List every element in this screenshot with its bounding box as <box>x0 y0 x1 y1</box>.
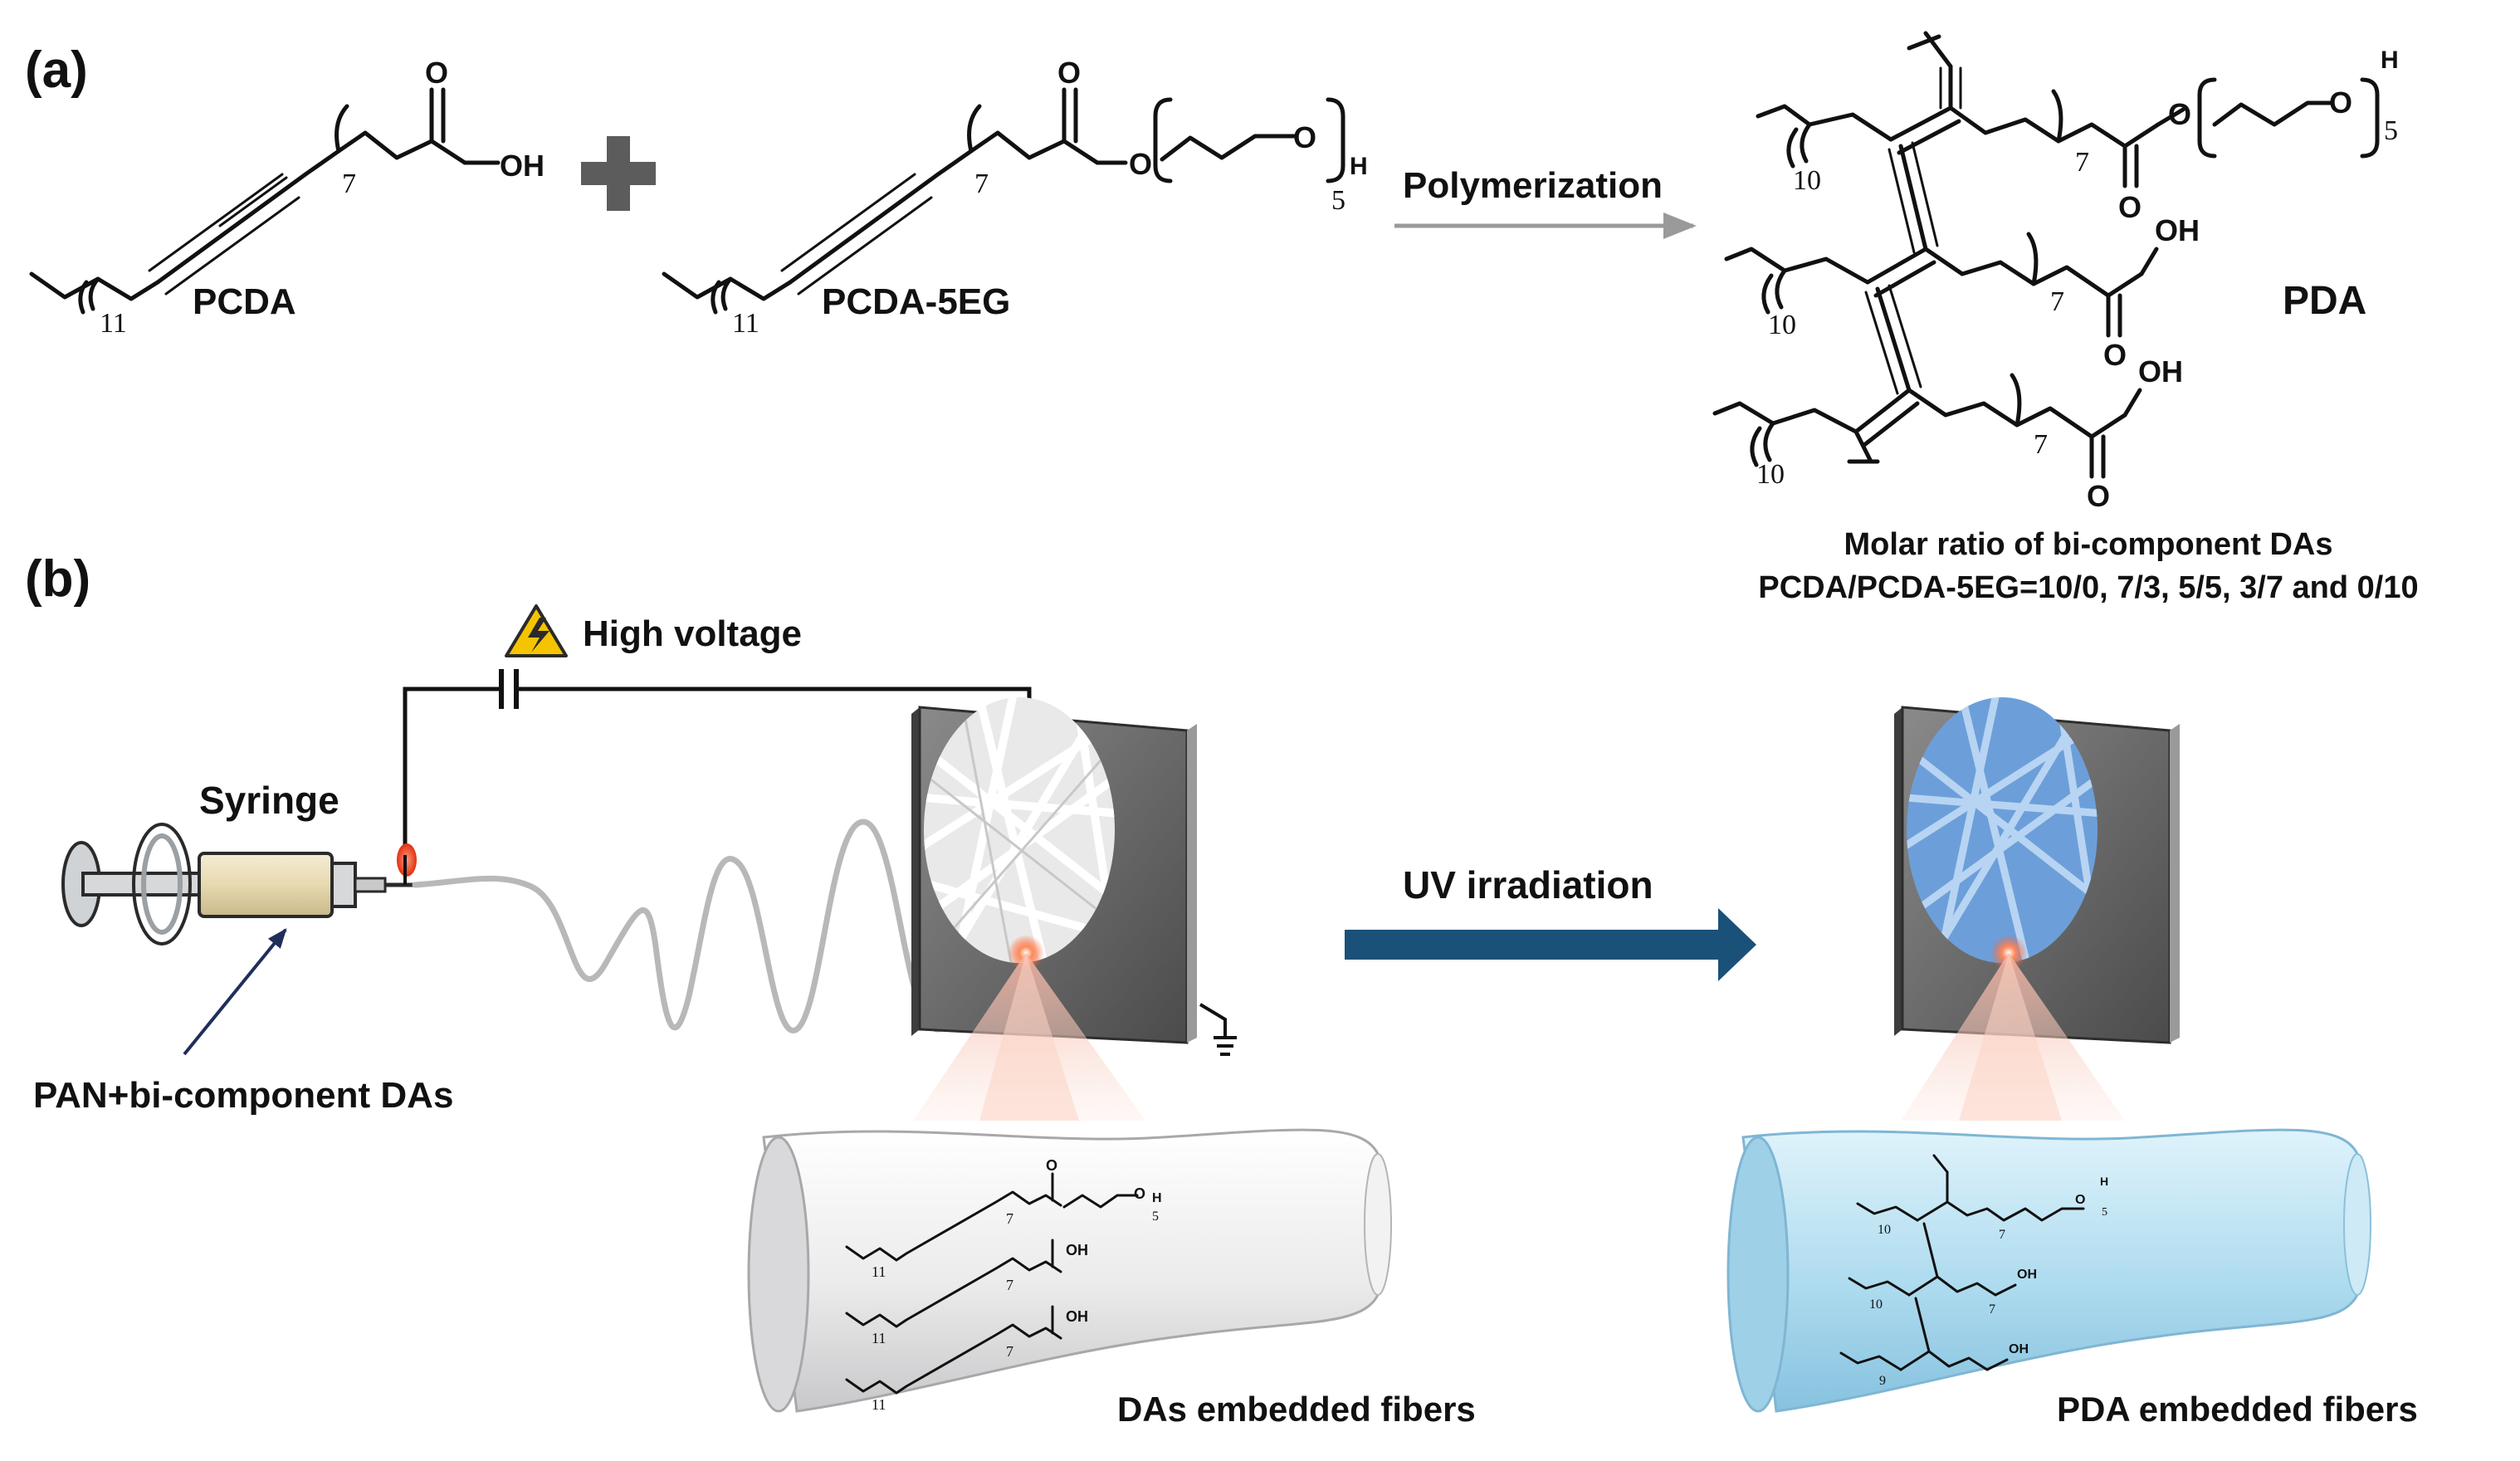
mini-pda-h: H <box>2100 1175 2108 1188</box>
pcda-o: O <box>425 56 448 90</box>
pda-o-3: O <box>2087 479 2110 513</box>
solution-pointer-arrow <box>183 928 287 1056</box>
mini-da-sub-chain-3: 11 <box>872 1396 886 1413</box>
pcda-structure <box>29 87 501 315</box>
plus-icon <box>581 136 656 211</box>
mini-da-sub-linker-2: 7 <box>1006 1277 1013 1293</box>
pcda-oh: OH <box>500 149 545 183</box>
electrospinning-jet <box>412 818 966 1033</box>
pcda5eg-sub-chain: 11 <box>732 308 759 339</box>
pda-caption-line1: Molar ratio of bi-component DAs <box>1844 527 2333 562</box>
uv-label: UV irradiation <box>1403 863 1653 906</box>
mini-da-sub-linker-1: 7 <box>1006 1210 1013 1227</box>
warning-icon <box>505 604 568 657</box>
mini-pda-sub-eg: 5 <box>2102 1206 2107 1219</box>
solution-label: PAN+bi-component DAs <box>33 1075 453 1116</box>
pcda5eg-name: PCDA-5EG <box>822 281 1010 322</box>
pda-sub-linker-1: 7 <box>2075 147 2089 178</box>
mini-da-o-1: O <box>1046 1157 1057 1174</box>
pda-sub-chain-3: 10 <box>1756 459 1785 490</box>
mini-pda-oh-2: OH <box>2017 1268 2037 1282</box>
mini-da-sub-linker-3: 7 <box>1006 1343 1013 1360</box>
pda-sub-linker-2: 7 <box>2050 286 2064 317</box>
mini-pda-o-1: O <box>2075 1193 2085 1207</box>
mini-da-oh-2: OH <box>1066 1242 1088 1258</box>
pda-sub-linker-3: 7 <box>2034 429 2048 460</box>
pcda-sub-linker: 7 <box>342 169 356 199</box>
mini-da-sub-chain-2: 11 <box>872 1330 886 1346</box>
pcda5eg-o-carbonyl: O <box>1057 56 1081 90</box>
pda-o-ester: O <box>2168 97 2191 131</box>
collector-plate-right <box>1894 697 2180 1044</box>
mini-pda-sub-chain-2: 10 <box>1869 1297 1883 1312</box>
mini-da-sub-chain-1: 11 <box>872 1263 886 1280</box>
pcda5eg-sub-eg: 5 <box>1331 185 1345 216</box>
pcda-sub-chain: 11 <box>100 308 127 339</box>
pda-caption-line2: PCDA/PCDA-5EG=10/0, 7/3, 5/5, 3/7 and 0/… <box>1758 570 2418 605</box>
pda-sub-eg: 5 <box>2384 115 2398 146</box>
polymerization-label: Polymerization <box>1403 165 1663 206</box>
mini-pda-sub-linker-1: 7 <box>1999 1228 2005 1242</box>
fiber-right <box>1726 1128 2371 1413</box>
fiber-right-label: PDA embedded fibers <box>2057 1390 2418 1429</box>
pda-o-1: O <box>2118 190 2142 224</box>
panel-a-label: (a) <box>25 42 88 99</box>
pcda5eg-h: H <box>1350 153 1368 180</box>
fiber-left-molecules <box>845 1172 1139 1395</box>
fiber-right-molecules <box>1839 1154 2085 1371</box>
pda-oh-2: OH <box>2155 213 2200 247</box>
uv-arrow <box>1345 908 1756 981</box>
mini-pda-oh-3: OH <box>2009 1342 2029 1356</box>
high-voltage-label: High voltage <box>583 613 802 654</box>
pda-oh-3: OH <box>2138 354 2183 388</box>
pda-o-2: O <box>2103 338 2127 372</box>
pda-sub-chain-2: 10 <box>1768 310 1796 340</box>
mini-da-h: H <box>1152 1191 1162 1205</box>
pda-o-ether: O <box>2329 86 2352 120</box>
pda-sub-chain-1: 10 <box>1793 165 1821 196</box>
pcda-name: PCDA <box>193 281 296 322</box>
mini-da-oh-3: OH <box>1066 1308 1088 1325</box>
pcda5eg-o-ether: O <box>1293 120 1316 154</box>
mini-da-sub-eg: 5 <box>1152 1209 1159 1224</box>
pda-structure <box>1712 31 2380 479</box>
mini-pda-sub-chain-1: 10 <box>1878 1223 1891 1237</box>
pcda5eg-sub-linker: 7 <box>974 169 989 199</box>
pda-name: PDA <box>2283 279 2366 323</box>
collector-plate-left <box>911 697 1237 1056</box>
pcda5eg-o-ester: O <box>1129 147 1152 181</box>
mini-pda-sub-chain-3: 9 <box>1879 1374 1886 1388</box>
fiber-left <box>747 1128 1392 1413</box>
fiber-left-label: DAs embedded fibers <box>1117 1390 1476 1429</box>
panel-b-label: (b) <box>25 550 90 608</box>
mini-pda-sub-linker-2: 7 <box>1989 1302 1995 1317</box>
pda-h: H <box>2381 46 2399 74</box>
pcda5eg-structure <box>662 87 1345 315</box>
syringe-icon <box>61 823 417 945</box>
syringe-label: Syringe <box>199 779 339 822</box>
mini-da-o-2: O <box>1134 1185 1145 1202</box>
